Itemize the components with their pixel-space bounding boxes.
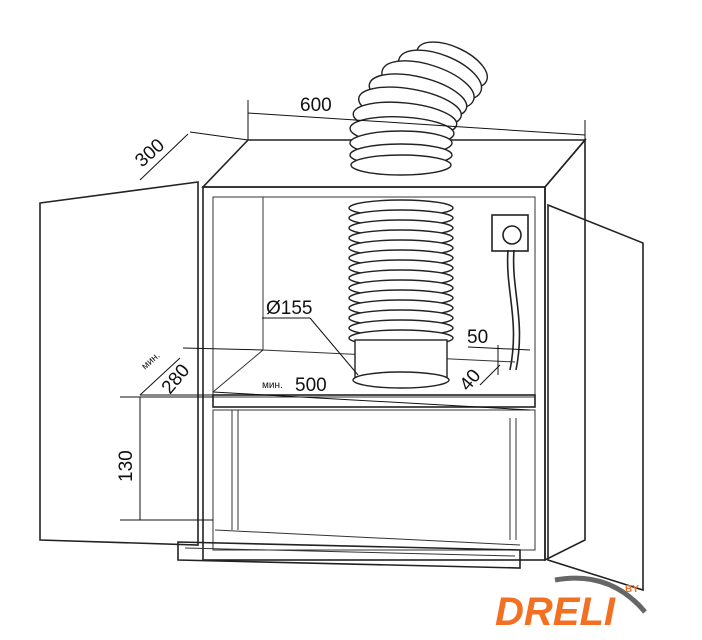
min-depth-prefix: мин. bbox=[140, 350, 163, 372]
lower-compartment bbox=[212, 409, 536, 551]
duct-clamp bbox=[352, 371, 450, 389]
power-cable bbox=[506, 249, 515, 371]
hood-frame-edge bbox=[214, 529, 521, 546]
left-door bbox=[39, 181, 199, 546]
logo-by: BY bbox=[625, 584, 639, 595]
right-door bbox=[547, 203, 644, 592]
duct-diameter-label: Ø155 bbox=[266, 298, 312, 319]
power-plug bbox=[502, 225, 522, 245]
dreli-logo: DRELI BY bbox=[495, 575, 647, 634]
cabinet-front-frame bbox=[202, 186, 546, 561]
min-depth-dimension: 280 bbox=[158, 360, 194, 398]
min-width-prefix: мин. bbox=[262, 380, 283, 391]
depth-dimension: 300 bbox=[131, 135, 169, 172]
socket-offset-x: 50 bbox=[467, 327, 488, 348]
cabinet-right-side bbox=[544, 137, 586, 562]
logo-swoosh bbox=[554, 575, 647, 614]
socket-offset-y: 40 bbox=[456, 366, 486, 396]
flexible-duct-lower bbox=[348, 199, 454, 347]
lower-height-dimension: 130 bbox=[116, 450, 137, 482]
flexible-duct-upper bbox=[349, 41, 488, 176]
upper-floor-edge bbox=[212, 349, 264, 393]
power-socket bbox=[491, 214, 529, 252]
logo-text: DRELI bbox=[495, 590, 616, 634]
shelf bbox=[212, 394, 536, 408]
width-dimension: 600 bbox=[300, 95, 332, 116]
hood-panel-edge bbox=[184, 547, 516, 557]
upper-compartment bbox=[212, 196, 536, 398]
power-cable bbox=[512, 249, 521, 371]
hood-panel bbox=[177, 541, 521, 569]
dimension-lines bbox=[120, 100, 586, 521]
min-width-dimension: 500 bbox=[295, 375, 327, 396]
